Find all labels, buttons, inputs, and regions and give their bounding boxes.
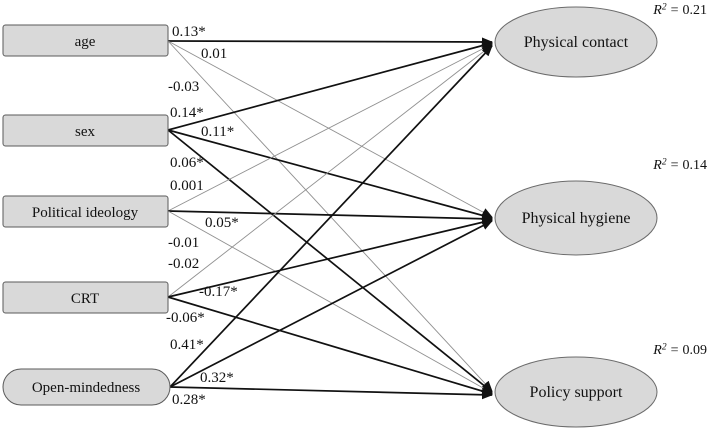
- node-label-open-mindedness: Open-mindedness: [32, 380, 140, 396]
- coefficient-labels: 0.13* 0.01 -0.03 0.14* 0.11* 0.06* 0.001…: [166, 24, 239, 408]
- path-ideology-physical-hygiene: [167, 210, 493, 224]
- path-age-physical-hygiene: [167, 40, 493, 218]
- path-crt-policy-support: [167, 296, 493, 396]
- node-box-political-ideology: [2, 195, 169, 228]
- coef-open-hygiene: 0.32*: [200, 370, 234, 386]
- path-openmindedness-physical-hygiene: [169, 220, 493, 388]
- r2-physical-hygiene: R2=0.14: [652, 158, 707, 174]
- node-ellipse-policy-support: [494, 356, 658, 428]
- coef-ideology-policy: -0.01: [168, 235, 199, 251]
- node-ellipse-physical-contact: [494, 6, 658, 78]
- path-crt-physical-contact: [167, 44, 493, 298]
- r2-physical-contact: R2=0.21: [652, 3, 707, 19]
- coef-open-contact: 0.41*: [170, 337, 204, 353]
- coef-ideology-contact: 0.001: [170, 178, 204, 194]
- node-box-age: [2, 24, 169, 57]
- node-box-crt: [2, 281, 169, 314]
- node-label-crt: CRT: [71, 291, 99, 307]
- path-age-policy-support: [167, 40, 493, 392]
- path-openmindedness-physical-contact: [169, 45, 493, 388]
- coef-open-policy: 0.28*: [172, 392, 206, 408]
- path-sex-policy-support: [167, 129, 493, 393]
- coef-age-policy: -0.03: [168, 79, 199, 95]
- coef-crt-policy: -0.06*: [166, 310, 205, 326]
- coef-crt-hygiene: -0.17*: [199, 284, 238, 300]
- path-openmindedness-policy-support: [169, 386, 493, 400]
- path-ideology-physical-contact: [167, 43, 493, 212]
- r2-annotations: R2=0.21 R2=0.14 R2=0.09: [652, 3, 707, 359]
- coef-sex-policy: 0.06*: [170, 155, 204, 171]
- node-label-policy-support: Policy support: [530, 384, 623, 401]
- path-age-physical-contact: [167, 37, 493, 47]
- node-label-physical-contact: Physical contact: [524, 34, 629, 51]
- coef-age-contact: 0.13*: [172, 24, 206, 40]
- coef-age-hygiene: 0.01: [201, 46, 227, 62]
- path-crt-physical-hygiene: [167, 217, 493, 298]
- node-label-sex: sex: [75, 124, 95, 140]
- node-label-age: age: [75, 34, 96, 50]
- path-sex-physical-hygiene: [167, 129, 493, 220]
- predictor-nodes: age sex Political ideology CRT Open-mind…: [2, 24, 171, 406]
- node-ellipse-physical-hygiene: [494, 180, 658, 256]
- coef-ideology-hygiene: 0.05*: [205, 215, 239, 231]
- coef-crt-contact: -0.02: [168, 256, 199, 272]
- node-label-physical-hygiene: Physical hygiene: [522, 210, 631, 227]
- node-stadium-open-mindedness: [2, 368, 171, 406]
- path-sex-physical-contact: [167, 41, 493, 131]
- outcome-nodes: Physical contact Physical hygiene Policy…: [494, 6, 658, 428]
- coef-sex-hygiene: 0.11*: [201, 124, 234, 140]
- path-lines: [167, 37, 493, 400]
- node-label-political-ideology: Political ideology: [32, 205, 139, 221]
- coef-sex-contact: 0.14*: [170, 105, 204, 121]
- path-ideology-policy-support: [167, 210, 493, 394]
- r2-policy-support: R2=0.09: [652, 343, 707, 359]
- node-box-sex: [2, 114, 169, 147]
